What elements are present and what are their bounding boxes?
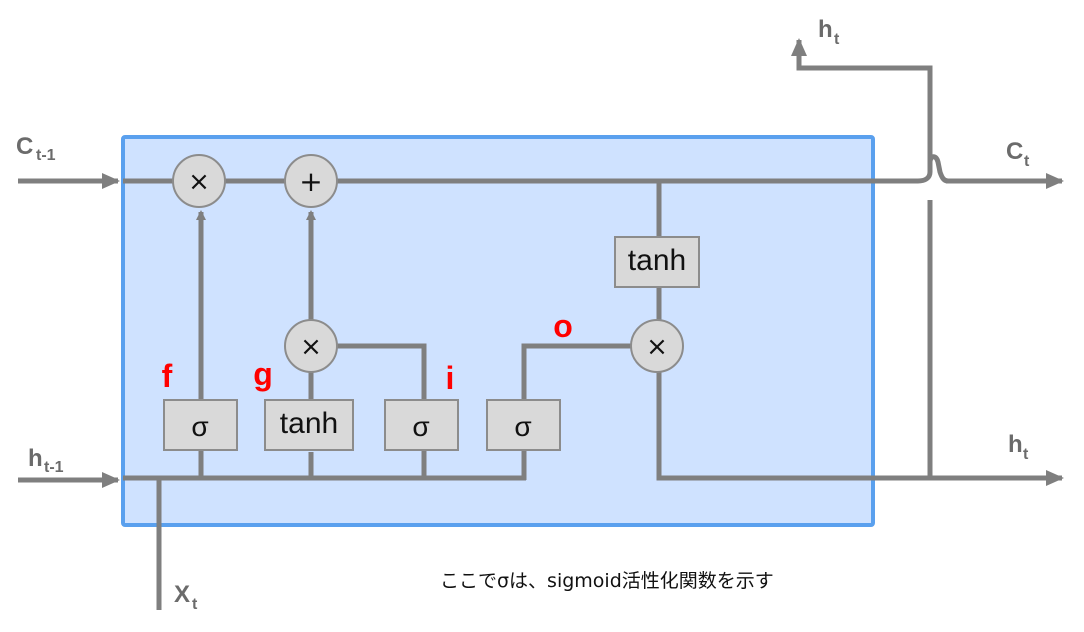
mult-output-op: × — [630, 319, 684, 373]
input-to-mult — [333, 343, 427, 400]
h-prev-sub: t-1 — [44, 459, 64, 476]
c-out-label: C t — [1006, 138, 1030, 170]
h-out-top-label: h t — [818, 16, 840, 48]
sigma-note: ここでσは、sigmoid活性化関数を示す — [440, 570, 774, 592]
candidate-gate-label: g — [253, 356, 273, 392]
forget-gate-label: f — [162, 358, 173, 394]
output-to-mult — [521, 343, 636, 400]
mult-forget-op: × — [172, 154, 226, 208]
h-out-top-sub: t — [834, 31, 840, 48]
candidate-gate-box: tanh — [264, 399, 354, 451]
h-out-right-label: h t — [1008, 431, 1029, 463]
c-prev-main: C — [16, 133, 33, 160]
mult-output-symbol: × — [646, 332, 668, 362]
c-out-sub: t — [1024, 153, 1030, 170]
x-label: X t — [174, 581, 198, 613]
add-op: + — [284, 154, 338, 208]
mult-input-op: × — [284, 319, 338, 373]
output-gate-box: σ — [486, 399, 561, 451]
h-prev-label: h t-1 — [28, 445, 64, 476]
h-prev-main: h — [28, 445, 43, 472]
cell-tanh-symbol: tanh — [628, 244, 686, 277]
mult-forget-symbol: × — [188, 167, 210, 197]
input-gate-symbol: σ — [412, 411, 429, 442]
input-gate-box: σ — [384, 399, 459, 451]
h-out-top-main: h — [818, 16, 833, 43]
input-gate-label: i — [446, 360, 455, 396]
c-prev-sub: t-1 — [36, 147, 56, 164]
h-out-right-sub: t — [1023, 446, 1029, 463]
forget-gate-box: σ — [163, 399, 238, 451]
cell-tanh-box: tanh — [614, 236, 700, 288]
lstm-cell-box — [121, 135, 875, 527]
h-top-path — [791, 38, 933, 162]
c-prev-label: C t-1 — [16, 133, 56, 164]
add-symbol: + — [299, 165, 322, 198]
h-out-right-main: h — [1008, 431, 1023, 458]
candidate-gate-symbol: tanh — [280, 407, 338, 440]
x-main: X — [174, 581, 190, 608]
c-out-main: C — [1006, 138, 1023, 165]
mult-input-symbol: × — [300, 332, 322, 362]
cell-state-crossover — [917, 154, 949, 184]
output-gate-label: o — [553, 308, 573, 344]
forget-gate-symbol: σ — [191, 411, 208, 442]
output-gate-symbol: σ — [514, 411, 531, 442]
x-sub: t — [192, 596, 198, 613]
